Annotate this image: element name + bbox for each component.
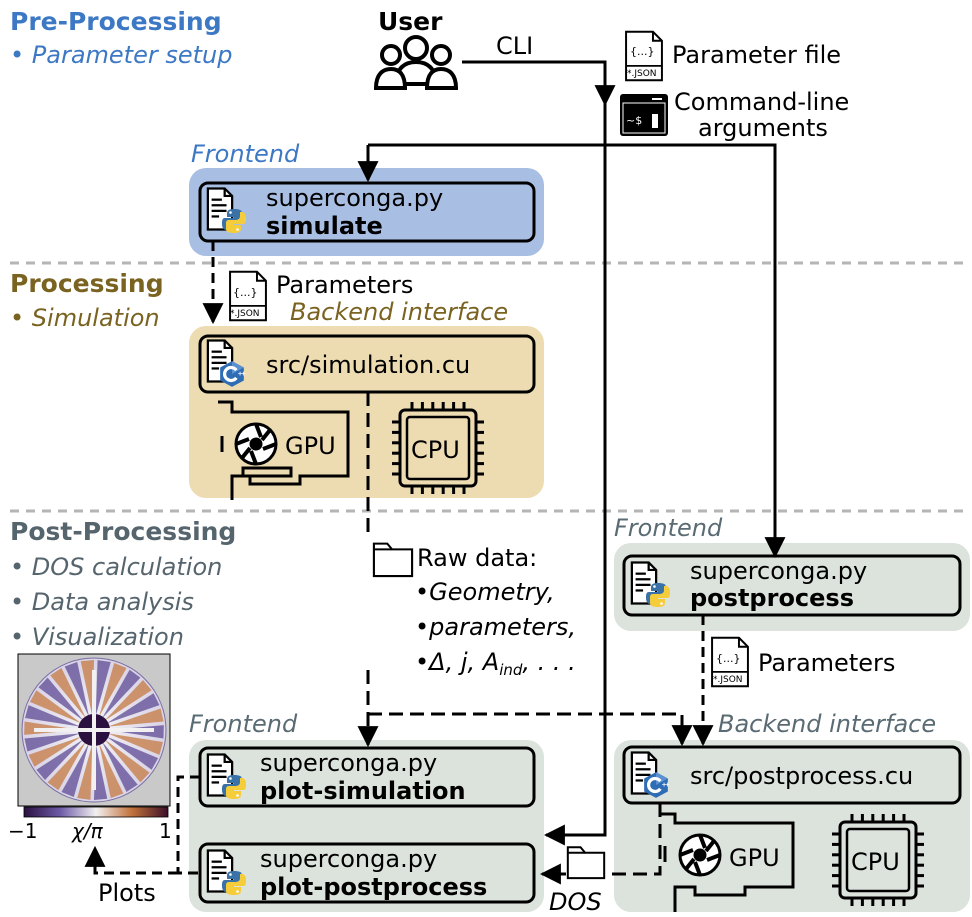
section-title-processing: Processing xyxy=(10,269,164,298)
frontend-label-plot: Frontend xyxy=(189,710,298,738)
dos-label: DOS xyxy=(549,888,602,913)
raw-data-item-math: •Δ, j, Aind, . . . xyxy=(415,648,576,679)
cpu-label-post: CPU xyxy=(851,848,900,876)
postprocess-line2: postprocess xyxy=(690,584,854,612)
json-file-icon: {...} *.JSON xyxy=(229,270,267,322)
user-group-icon xyxy=(373,35,459,90)
simulate-line1: superconga.py xyxy=(266,184,443,212)
user-label: User xyxy=(378,7,443,36)
colorbar: −1 χ/π 1 xyxy=(8,806,172,843)
section-title-pre: Pre-Processing xyxy=(10,7,222,36)
cmd-line-label-2: arguments xyxy=(698,114,828,142)
section-item-pre: • Parameter setup xyxy=(10,41,232,69)
backend-label-processing: Backend interface xyxy=(290,298,508,326)
raw-data-item-parameters: •parameters, xyxy=(415,613,576,641)
gpu-label-post: GPU xyxy=(729,844,780,872)
cli-label: CLI xyxy=(496,32,533,60)
postprocess-cu-label: src/postprocess.cu xyxy=(690,762,913,790)
cpu-icon xyxy=(832,814,924,906)
svg-text:{...}: {...} xyxy=(630,45,655,58)
section-item-processing: • Simulation xyxy=(10,304,160,332)
svg-text:{...}: {...} xyxy=(233,286,258,299)
section-item-dos: • DOS calculation xyxy=(10,553,222,581)
simulate-line2: simulate xyxy=(266,212,383,240)
folder-icon xyxy=(372,542,414,578)
plot-simulation-box[interactable]: superconga.py plot-simulation xyxy=(198,746,536,808)
svg-text:*.JSON: *.JSON xyxy=(627,69,657,79)
svg-text:~$: ~$ xyxy=(626,114,642,127)
parameters-label-post: Parameters xyxy=(758,649,895,677)
postprocess-box[interactable]: superconga.py postprocess xyxy=(622,554,962,617)
svg-text:*.JSON: *.JSON xyxy=(713,675,743,685)
simulate-panel xyxy=(189,168,544,256)
colorbar-label: χ/π xyxy=(71,819,104,843)
colorbar-max: 1 xyxy=(159,819,172,843)
simulation-backend-panel xyxy=(189,326,544,498)
cpu-icon xyxy=(392,402,484,494)
terminal-icon: ~$ xyxy=(620,94,668,136)
svg-text:*.JSON: *.JSON xyxy=(230,309,260,319)
plot-postprocess-line2: plot-postprocess xyxy=(260,873,487,901)
plot-simulation-line2: plot-simulation xyxy=(260,777,466,805)
postprocess-cu-box[interactable]: src/postprocess.cu xyxy=(622,745,962,805)
plots-label: Plots xyxy=(98,879,156,907)
postprocess-panel xyxy=(614,543,970,631)
connectors xyxy=(84,60,786,885)
postprocess-line1: superconga.py xyxy=(690,557,867,585)
gpu-icon xyxy=(218,400,350,500)
section-item-visualization: • Visualization xyxy=(10,623,184,651)
section-item-analysis: • Data analysis xyxy=(10,588,194,616)
chi-visualization xyxy=(17,653,171,807)
simulate-box[interactable]: superconga.py simulate xyxy=(198,181,536,243)
plot-frontend-panel xyxy=(189,740,544,912)
parameters-label-processing: Parameters xyxy=(276,271,413,299)
svg-text:{...}: {...} xyxy=(716,652,741,665)
parameter-file-label: Parameter file xyxy=(672,41,841,69)
frontend-label-simulate: Frontend xyxy=(191,140,300,168)
plot-simulation-line1: superconga.py xyxy=(260,749,437,777)
gpu-label-processing: GPU xyxy=(285,432,336,460)
folder-icon xyxy=(566,846,606,880)
json-file-icon: {...} *.JSON xyxy=(625,30,663,82)
colorbar-min: −1 xyxy=(8,819,37,843)
backend-label-post: Backend interface xyxy=(718,710,936,738)
cmd-line-label-1: Command-line xyxy=(674,88,849,116)
plot-postprocess-box[interactable]: superconga.py plot-postprocess xyxy=(198,842,536,904)
json-file-icon: {...} *.JSON xyxy=(711,636,749,688)
frontend-label-postprocess: Frontend xyxy=(614,514,723,542)
simulation-cu-box[interactable]: src/simulation.cu xyxy=(198,334,536,394)
raw-data-title: Raw data: xyxy=(417,544,537,572)
section-title-post: Post-Processing xyxy=(10,517,236,546)
plot-postprocess-line1: superconga.py xyxy=(260,845,437,873)
simulation-cu-label: src/simulation.cu xyxy=(266,351,470,379)
raw-data-item-geometry: •Geometry, xyxy=(415,578,555,606)
cpu-label-processing: CPU xyxy=(411,436,460,464)
gpu-icon xyxy=(661,812,795,912)
